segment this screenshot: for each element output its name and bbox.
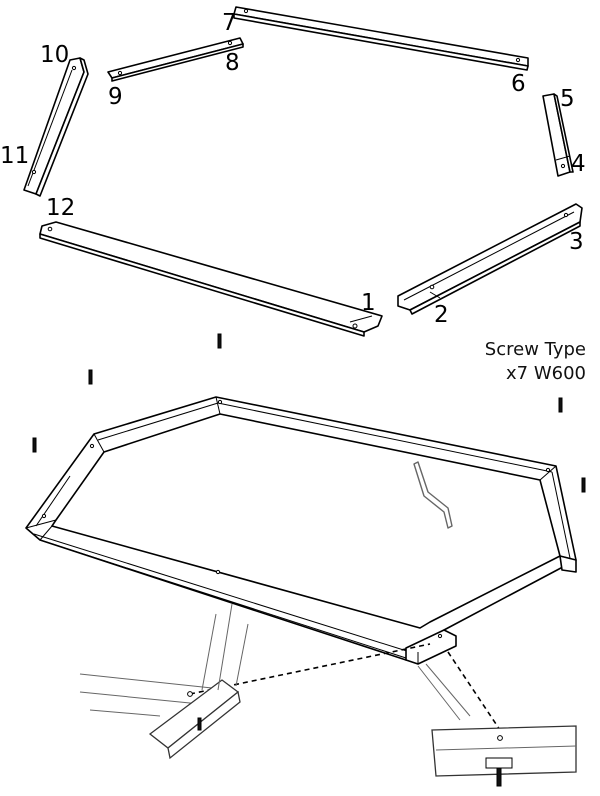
part-label-6: 6 — [511, 71, 526, 97]
part-label-4: 4 — [571, 151, 586, 177]
detail-view — [79, 603, 577, 787]
rail-part-7-6 — [233, 6, 529, 71]
rail-part-8-9 — [107, 37, 244, 82]
part-label-12: 12 — [46, 195, 76, 221]
part-label-1: 1 — [361, 290, 376, 316]
screw-count-label: x7 W600 — [506, 363, 586, 385]
part-label-3: 3 — [569, 229, 584, 255]
screw-info: Screw Type x7 W600 — [485, 338, 586, 387]
part-label-9: 9 — [108, 84, 123, 110]
part-label-8: 8 — [225, 50, 240, 76]
rail-part-10-11 — [23, 57, 89, 197]
screw-type-label: Screw Type — [484, 339, 586, 360]
assembled-frame — [25, 396, 577, 665]
rail-part-2-3 — [397, 203, 583, 315]
part-label-2: 2 — [434, 302, 449, 328]
part-label-10: 10 — [40, 42, 70, 68]
rail-part-5-4 — [542, 93, 574, 177]
allen-key-icon — [413, 461, 453, 529]
part-label-5: 5 — [560, 86, 575, 112]
rail-part-12-1 — [39, 221, 383, 337]
part-label-7: 7 — [222, 10, 237, 36]
part-label-11: 11 — [0, 143, 30, 169]
